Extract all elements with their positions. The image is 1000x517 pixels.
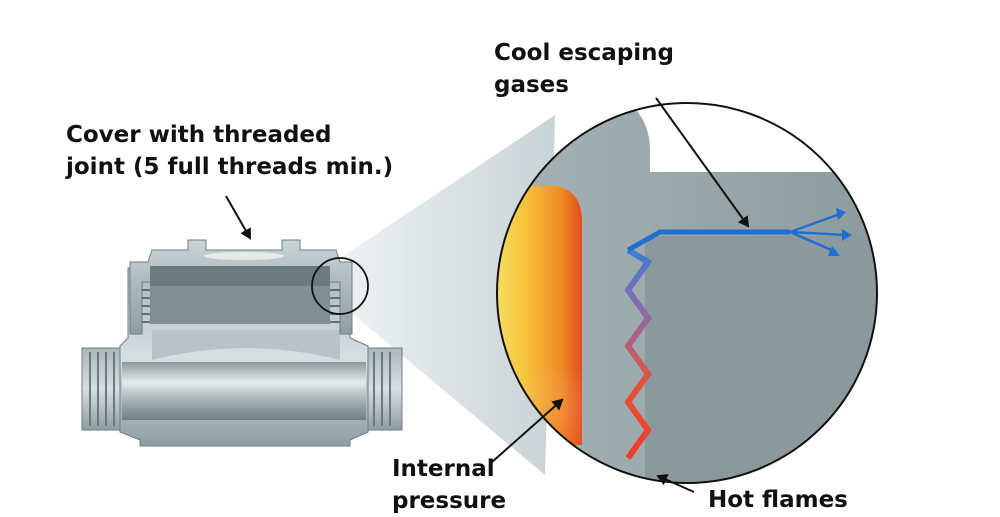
detail-circle — [311, 257, 369, 315]
hot-flames-arrow — [656, 474, 695, 493]
cover-arrow — [225, 195, 251, 240]
body-block — [645, 236, 877, 483]
internal-pressure-label: Internal pressure — [392, 456, 507, 514]
zoom-cone — [340, 115, 555, 475]
magnified-border — [496, 102, 878, 484]
fitting-cross-section — [81, 239, 403, 447]
internal-chamber — [152, 330, 340, 360]
explosion-proof-fitting-diagram — [81, 97, 878, 493]
cool-gas-path — [626, 229, 790, 253]
cover-highlight — [204, 252, 284, 260]
cover-label: Cover with threaded joint (5 full thread… — [66, 122, 394, 180]
triple-arrow-icon — [789, 208, 852, 256]
conduit-bore — [122, 362, 366, 420]
cool-gases-label: Cool escaping gases — [494, 40, 675, 98]
magnified-view — [496, 102, 878, 484]
cover-cavity-shadow — [150, 266, 330, 286]
thread-flame-path — [624, 247, 653, 460]
cool-gases-arrow — [655, 97, 750, 228]
internal-pressure-arrow — [491, 398, 564, 463]
hot-flames-label: Hot flames — [708, 487, 848, 513]
